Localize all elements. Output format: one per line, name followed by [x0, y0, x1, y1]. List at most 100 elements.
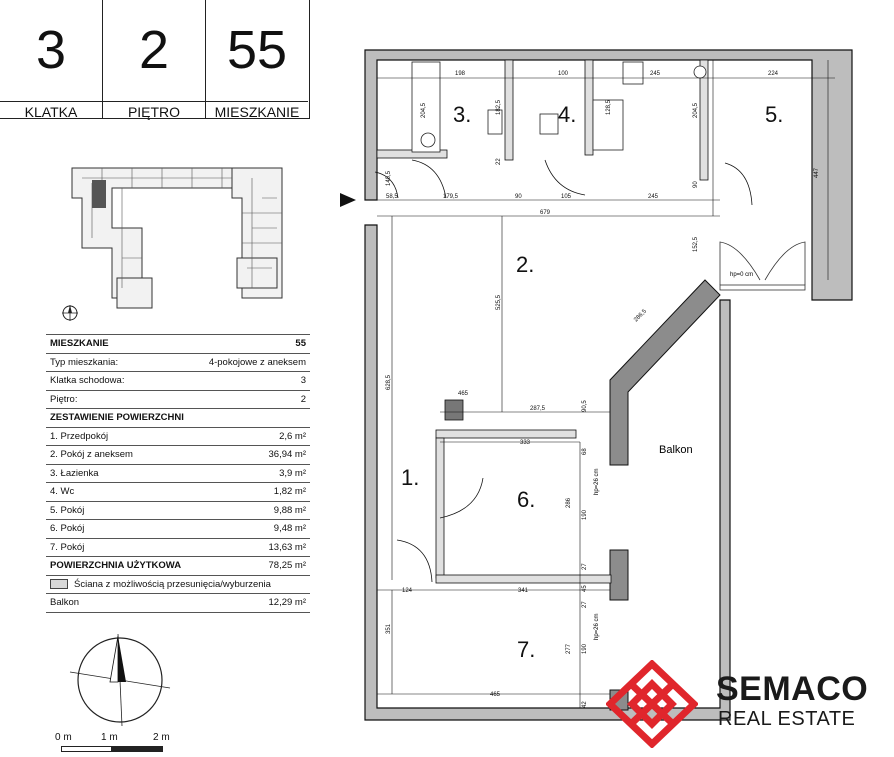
mieszkanie-value: 55 [226, 20, 288, 80]
pietro-label: PIĘTRO [103, 101, 205, 121]
dim-label: 628,5 [386, 374, 392, 390]
area-label: 4. Wc [46, 482, 197, 501]
dim-label: 90 [515, 194, 522, 200]
room-label-5: 5. [765, 102, 783, 127]
balcony-door [719, 241, 806, 291]
dim-label: 190 [582, 643, 588, 654]
header-cell-pietro: 2 PIĘTRO [103, 0, 206, 121]
apartment-header: 3 KLATKA 2 PIĘTRO 55 MIESZKANIE [0, 0, 310, 121]
header-cell-klatka: 3 KLATKA [0, 0, 103, 121]
dim-label: 58,5 [386, 194, 398, 200]
balcony-label: Balkon [46, 593, 197, 613]
dim-label: 100 [558, 71, 569, 77]
dim-label: 286 [566, 497, 572, 508]
dim-label: 245 [648, 194, 659, 200]
dim-label: 90 [693, 181, 699, 188]
dim-label: 27 [582, 601, 588, 608]
room-label-1: 1. [401, 465, 419, 490]
dim-label: 68 [582, 448, 588, 455]
dim-label: 287,5 [530, 406, 546, 412]
info-title-value: 55 [196, 334, 310, 353]
dim-label: 140,5 [386, 170, 392, 186]
hp-label: hp=26 cm [594, 468, 600, 495]
dim-label: 90,5 [582, 400, 588, 412]
movable-wall-swatch [50, 579, 68, 590]
scale-label-0: 0 m [55, 732, 72, 743]
area-label: 5. Pokój [46, 500, 197, 520]
klatka-value: 3 [35, 20, 67, 80]
dim-label: 525,5 [496, 294, 502, 310]
doors [374, 159, 753, 583]
area-label: 6. Pokój [46, 519, 197, 538]
dim-label: 341 [518, 588, 529, 594]
hp-label: hp=26 cm [594, 613, 600, 640]
area-value: 13,63 m² [196, 537, 310, 557]
dim-label: 351 [386, 623, 392, 634]
angled-wall [609, 279, 721, 466]
mieszkanie-label: MIESZKANIE [206, 101, 308, 121]
usable-area-label: POWIERZCHNIA UŻYTKOWA [46, 556, 197, 575]
area-value: 2,6 m² [196, 426, 310, 446]
area-label: 1. Przedpokój [46, 426, 197, 446]
dim-label: 204,5 [421, 102, 427, 118]
dimension-lines [377, 60, 835, 708]
dim-label: 224 [768, 71, 779, 77]
logo-name: SEMACO [716, 670, 869, 708]
room-label-6: 6. [517, 487, 535, 512]
floor-plan: 1. 2. 3. 4. 5. 6. 7. Balkon hp=0 cm hp=2… [340, 49, 853, 721]
balcony-label: Balkon [659, 444, 693, 456]
dim-label: 245 [650, 71, 661, 77]
semaco-logo-mark-icon [606, 660, 698, 748]
info-row-value: 2 [196, 389, 310, 409]
key-plan-north-icon [62, 305, 78, 321]
dim-label: 204,5 [693, 102, 699, 118]
scale-label-1: 1 m [101, 732, 118, 743]
dim-label: 286,5 [633, 308, 648, 323]
scale-label-2: 2 m [153, 732, 170, 743]
entrance-arrow-icon [340, 193, 356, 207]
info-row-value: 3 [196, 371, 310, 390]
dim-label: 45 [582, 585, 588, 592]
usable-area-value: 78,25 m² [196, 556, 310, 575]
room-label-4: 4. [558, 102, 576, 127]
room-label-7: 7. [517, 637, 535, 662]
scale-bar: 0 m 1 m 2 m [55, 728, 175, 754]
balcony-value: 12,29 m² [196, 593, 310, 613]
area-value: 1,82 m² [196, 482, 310, 501]
pietro-value: 2 [138, 20, 170, 80]
area-value: 36,94 m² [196, 445, 310, 464]
dim-label: 679 [540, 210, 551, 216]
dim-label: 465 [458, 391, 469, 397]
info-row-label: Piętro: [46, 389, 197, 409]
north-arrow-icon [69, 633, 171, 727]
area-label: 3. Łazienka [46, 463, 197, 483]
bathroom-fixtures [411, 61, 707, 153]
dim-label: 182,5 [496, 99, 502, 115]
dim-label: 447 [814, 167, 820, 178]
hp-label: hp=0 cm [730, 272, 753, 278]
dim-label: 190 [582, 509, 588, 520]
info-row-label: Typ mieszkania: [46, 352, 197, 372]
room-label-3: 3. [453, 102, 471, 127]
dim-label: 42 [582, 701, 588, 708]
logo-subtitle: REAL ESTATE [718, 708, 856, 730]
dim-label: 124 [402, 588, 413, 594]
area-value: 9,48 m² [196, 519, 310, 538]
building-key-plan [62, 167, 283, 321]
semaco-logo: SEMACO REAL ESTATE [606, 660, 894, 757]
dim-label: 465 [490, 692, 501, 698]
dim-label: 128,5 [606, 99, 612, 115]
apartment-highlight [92, 180, 106, 208]
wall-note: Ściana z możliwością przesunięcia/wyburz… [74, 578, 271, 590]
partition-walls [376, 59, 709, 584]
info-row-value: 4-pokojowe z aneksem [196, 352, 310, 372]
area-value: 3,9 m² [196, 463, 310, 483]
dim-label: 277 [566, 643, 572, 654]
areas-title: ZESTAWIENIE POWIERZCHNI [46, 408, 310, 427]
dim-label: 198 [455, 71, 466, 77]
info-row-label: Klatka schodowa: [46, 371, 197, 390]
area-value: 9,88 m² [196, 500, 310, 520]
outer-walls [364, 49, 853, 721]
klatka-label: KLATKA [0, 101, 102, 121]
wall-segment [609, 549, 629, 601]
